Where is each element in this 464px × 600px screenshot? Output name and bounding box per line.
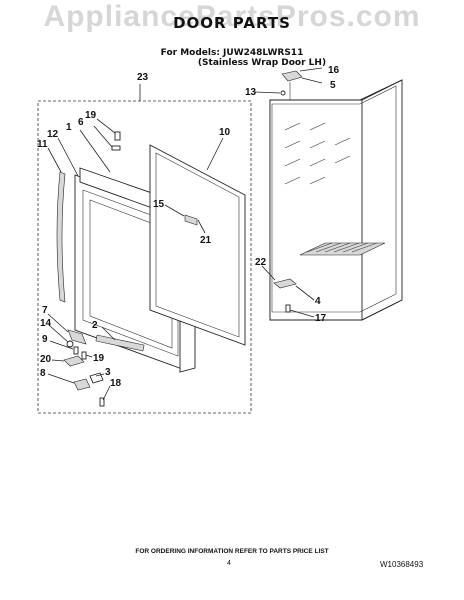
model-label	[95, 334, 145, 352]
callout-11: 11	[37, 139, 48, 150]
callout-5: 5	[330, 80, 336, 91]
callout-2: 2	[92, 320, 98, 331]
callout-3: 3	[105, 367, 111, 378]
lower-hinge-bracket	[67, 329, 87, 345]
callout-10: 10	[219, 127, 231, 138]
page-title: DOOR PARTS	[173, 14, 291, 32]
callout-19-top: 19	[85, 110, 97, 121]
callout-7: 7	[42, 305, 48, 316]
pin-9	[73, 346, 79, 355]
variant-line: (Stainless Wrap Door LH)	[197, 58, 327, 68]
callout-20: 20	[40, 354, 52, 365]
callout-1: 1	[66, 122, 72, 133]
hinge-8	[73, 378, 91, 391]
callout-14: 14	[40, 318, 52, 329]
screw-18	[99, 397, 105, 407]
callout-8: 8	[40, 368, 46, 379]
ordering-note: FOR ORDERING INFORMATION REFER TO PARTS …	[135, 548, 329, 555]
callout-9: 9	[42, 334, 48, 345]
callout-18: 18	[110, 378, 122, 389]
callout-22: 22	[255, 257, 267, 268]
callout-15: 15	[153, 199, 165, 210]
cabinet-body	[269, 79, 403, 321]
models-line: For Models: JUW248LWRS11	[160, 48, 304, 58]
callout-12: 12	[47, 129, 59, 140]
callout-17: 17	[315, 313, 327, 324]
callout-21: 21	[200, 235, 212, 246]
callout-23: 23	[137, 72, 149, 83]
door-bracket	[184, 214, 198, 226]
screw-19-top	[114, 131, 121, 141]
document-number: W10368493	[380, 560, 424, 569]
callout-13: 13	[245, 87, 257, 98]
callout-16: 16	[328, 65, 340, 76]
callout-19-bottom: 19	[93, 353, 105, 364]
callout-6: 6	[78, 117, 84, 128]
screw-19-bottom	[81, 351, 87, 360]
hinge-screw-13	[280, 90, 286, 96]
door-gasket	[149, 144, 246, 346]
spacer-3	[89, 372, 104, 384]
top-hinge	[281, 70, 303, 82]
bushing-6	[111, 145, 121, 151]
door-assembly-boundary	[37, 100, 252, 414]
bottom-hinge	[273, 278, 297, 289]
page-number: 4	[227, 560, 231, 567]
callout-4: 4	[315, 296, 321, 307]
hinge-screw-17	[285, 304, 291, 313]
cam-14	[66, 340, 74, 348]
closer-20	[63, 355, 85, 367]
door-handle	[56, 171, 66, 303]
